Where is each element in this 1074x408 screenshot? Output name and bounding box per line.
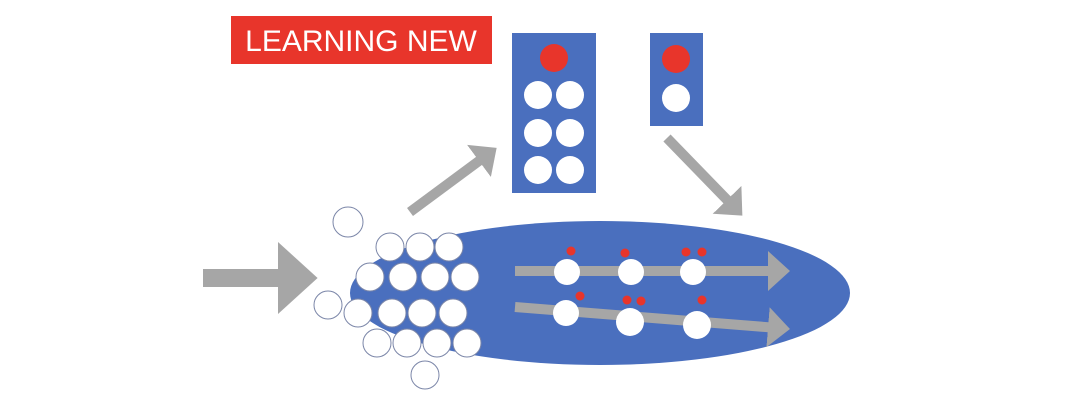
item-cluster bbox=[313, 206, 482, 390]
learning-box-large bbox=[512, 33, 596, 193]
learning-box-small bbox=[650, 33, 703, 126]
flow-arrows bbox=[203, 134, 743, 314]
down-arrow bbox=[663, 134, 743, 216]
title-badge: LEARNING NEW bbox=[231, 16, 492, 64]
new-item-dot bbox=[540, 44, 568, 72]
knowledge-ellipse bbox=[350, 221, 850, 365]
processed-items bbox=[553, 259, 711, 339]
up-arrow bbox=[407, 144, 497, 217]
title-label: LEARNING NEW bbox=[245, 25, 477, 58]
new-knowledge-dots bbox=[566, 246, 707, 306]
